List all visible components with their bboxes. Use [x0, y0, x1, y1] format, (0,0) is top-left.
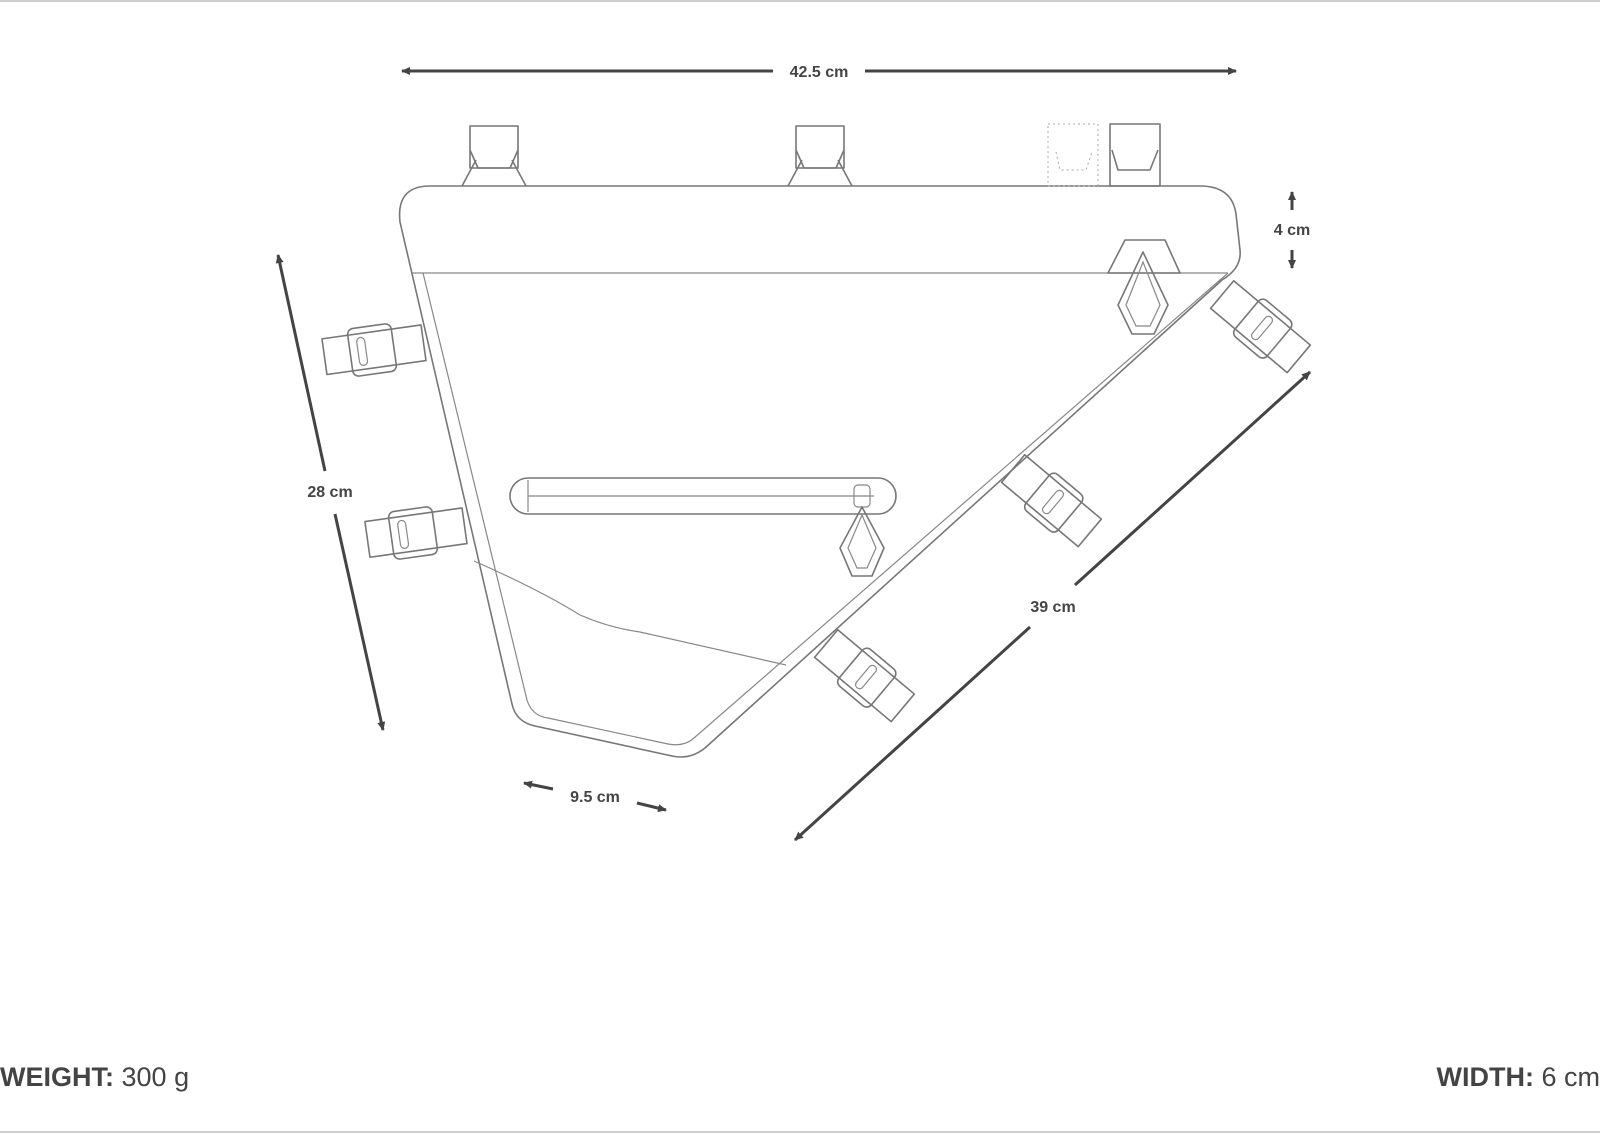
- dim-depth-top-label: 4 cm: [1274, 222, 1310, 239]
- dim-length-top: 42.5 cm: [401, 64, 1237, 81]
- bottom-border: [0, 1131, 1600, 1133]
- dim-depth-top: 4 cm: [1274, 191, 1310, 269]
- dim-length-top-label: 42.5 cm: [790, 64, 849, 81]
- diagonal-buckle-2: [1000, 453, 1103, 548]
- dim-diagonal-label: 39 cm: [1030, 599, 1075, 616]
- diagonal-buckle-1: [1209, 279, 1312, 374]
- top-border: [0, 0, 1600, 2]
- top-strap-3: [1047, 123, 1161, 187]
- top-strap-2: [787, 125, 853, 187]
- inner-diagonal-edge: [693, 272, 1229, 739]
- weight-label: WEIGHT:: [0, 1062, 114, 1092]
- width-value: 6 cm: [1541, 1062, 1600, 1092]
- left-buckle-upper: [321, 323, 427, 377]
- diagonal-buckle-3: [813, 628, 916, 723]
- bag-body: [398, 185, 1241, 758]
- dim-height-left-label: 28 cm: [307, 484, 352, 501]
- lower-panel-seam: [473, 560, 787, 666]
- dim-bottom: 9.5 cm: [523, 780, 667, 813]
- top-zipper-pull: [1107, 239, 1181, 335]
- top-strap-1: [461, 125, 527, 187]
- weight-spec: WEIGHT: 300 g: [0, 1062, 189, 1093]
- inner-left-edge: [422, 272, 695, 746]
- dim-height-left: 28 cm: [275, 254, 386, 731]
- left-buckle-lower: [364, 506, 468, 560]
- width-spec: WIDTH: 6 cm: [1437, 1062, 1600, 1093]
- zipper-pocket: [509, 477, 897, 515]
- bag-outline: [398, 185, 1241, 758]
- dim-diagonal: 39 cm: [793, 370, 1312, 842]
- dim-bottom-label: 9.5 cm: [570, 789, 620, 806]
- weight-value: 300 g: [121, 1062, 190, 1092]
- width-label: WIDTH:: [1436, 1062, 1534, 1092]
- pocket-zipper-pull: [839, 484, 885, 577]
